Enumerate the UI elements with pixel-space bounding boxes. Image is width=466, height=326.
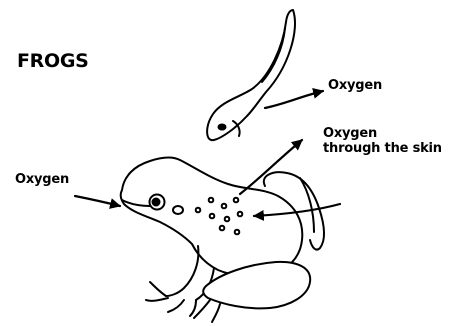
tadpole-oxygen-label: Oxygen bbox=[328, 79, 382, 94]
frog-oxygen-label: Oxygen bbox=[15, 173, 69, 188]
tadpole-illustration bbox=[207, 10, 295, 140]
skin-oxygen-label-line2: through the skin bbox=[323, 142, 442, 157]
frog-oxygen-arrow bbox=[75, 196, 120, 206]
frog-illustration bbox=[121, 157, 324, 322]
skin-oxygen-label: Oxygen through the skin bbox=[323, 127, 442, 156]
tadpole-oxygen-arrow bbox=[265, 91, 323, 108]
skin-oxygen-label-line1: Oxygen bbox=[323, 127, 442, 142]
